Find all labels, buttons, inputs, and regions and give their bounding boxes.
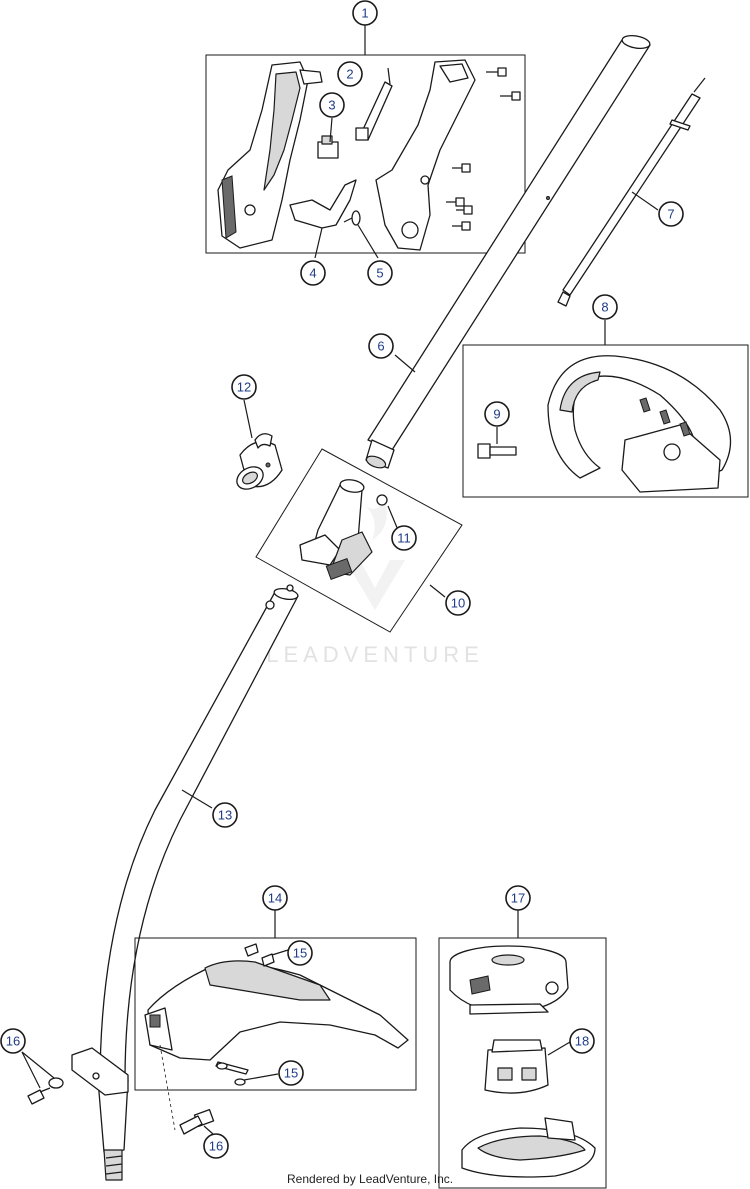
coupler-assembly-box [255, 448, 463, 633]
leader-12 [243, 399, 253, 439]
svg-text:3: 3 [328, 98, 335, 113]
head-cover [461, 1117, 596, 1178]
callout-1: 1 [352, 0, 378, 26]
callout-11: 11 [391, 525, 417, 551]
svg-text:8: 8 [601, 300, 608, 315]
svg-text:2: 2 [346, 67, 353, 82]
debris-guard [144, 960, 409, 1131]
left-housing-half [217, 61, 323, 249]
leader-16a-2 [21, 1051, 55, 1079]
callout-18: 18 [569, 1028, 595, 1054]
trigger-spring [343, 210, 361, 226]
guard-bolt [179, 1108, 215, 1135]
callout-6: 6 [368, 333, 394, 359]
svg-text:17: 17 [511, 891, 525, 906]
coupler-sleeve [236, 433, 283, 490]
leader-6 [394, 354, 416, 373]
callout-16b: 16 [203, 1133, 229, 1159]
svg-text:15: 15 [284, 1066, 298, 1081]
leader-4 [314, 227, 323, 259]
svg-text:16: 16 [209, 1139, 223, 1154]
callout-7: 7 [658, 201, 684, 227]
callout-12: 12 [231, 374, 257, 400]
svg-text:12: 12 [237, 380, 251, 395]
upper-drive-shaft [365, 34, 651, 469]
callout-17: 17 [505, 885, 531, 911]
handle-bolt [477, 443, 517, 459]
svg-text:4: 4 [309, 266, 316, 281]
svg-text:11: 11 [397, 531, 411, 546]
leader-7 [631, 191, 659, 211]
leader-11 [387, 505, 399, 531]
svg-text:13: 13 [218, 808, 232, 823]
svg-text:15: 15 [293, 946, 307, 961]
spool [484, 1039, 549, 1094]
callout-15b: 15 [278, 1060, 304, 1086]
callout-13: 13 [212, 802, 238, 828]
throttle-cable [557, 77, 706, 307]
callout-2: 2 [337, 61, 363, 87]
callout-15a: 15 [287, 940, 313, 966]
callout-10: 10 [445, 590, 471, 616]
leader-18 [547, 1041, 571, 1056]
callout-5: 5 [367, 260, 393, 286]
svg-text:5: 5 [376, 266, 383, 281]
svg-text:16: 16 [6, 1034, 20, 1049]
clamp-washer-bolt [27, 1077, 64, 1105]
leader-16a-1 [21, 1051, 41, 1089]
svg-text:10: 10 [451, 596, 465, 611]
lower-curved-shaft [97, 584, 299, 1181]
rendered-by-footer: Rendered by LeadVenture, Inc. [287, 1172, 453, 1186]
leader-13 [181, 789, 213, 809]
watermark-logo [345, 500, 405, 610]
callout-4: 4 [300, 260, 326, 286]
callout-14: 14 [262, 885, 288, 911]
callout-9: 9 [484, 401, 510, 427]
callout-3: 3 [319, 92, 345, 118]
leader-3 [329, 117, 333, 143]
assist-handle [547, 355, 732, 493]
throttle-trigger [289, 179, 357, 229]
housing-screws [446, 67, 521, 231]
callout-16a: 16 [0, 1028, 26, 1054]
right-housing-half [375, 59, 476, 251]
svg-text:14: 14 [268, 891, 282, 906]
leader-15a [271, 949, 289, 956]
svg-text:6: 6 [377, 339, 384, 354]
leader-10 [429, 584, 446, 598]
trimmer-head [449, 945, 569, 1015]
guard-screws [215, 943, 275, 1086]
throttle-rod [355, 67, 393, 141]
leader-5 [357, 224, 379, 259]
shaft-clamp [71, 1047, 129, 1096]
leader-15b [243, 1073, 279, 1081]
leader-16b [203, 1125, 214, 1135]
watermark-text: LEADVENTURE [266, 642, 484, 667]
svg-text:1: 1 [361, 6, 368, 21]
ignition-switch [317, 135, 339, 159]
svg-text:9: 9 [493, 407, 500, 422]
svg-text:18: 18 [575, 1034, 589, 1049]
trimmer-head-box [438, 937, 607, 1189]
callout-8: 8 [592, 294, 618, 320]
shaft-coupler [299, 479, 388, 580]
svg-text:7: 7 [667, 207, 674, 222]
